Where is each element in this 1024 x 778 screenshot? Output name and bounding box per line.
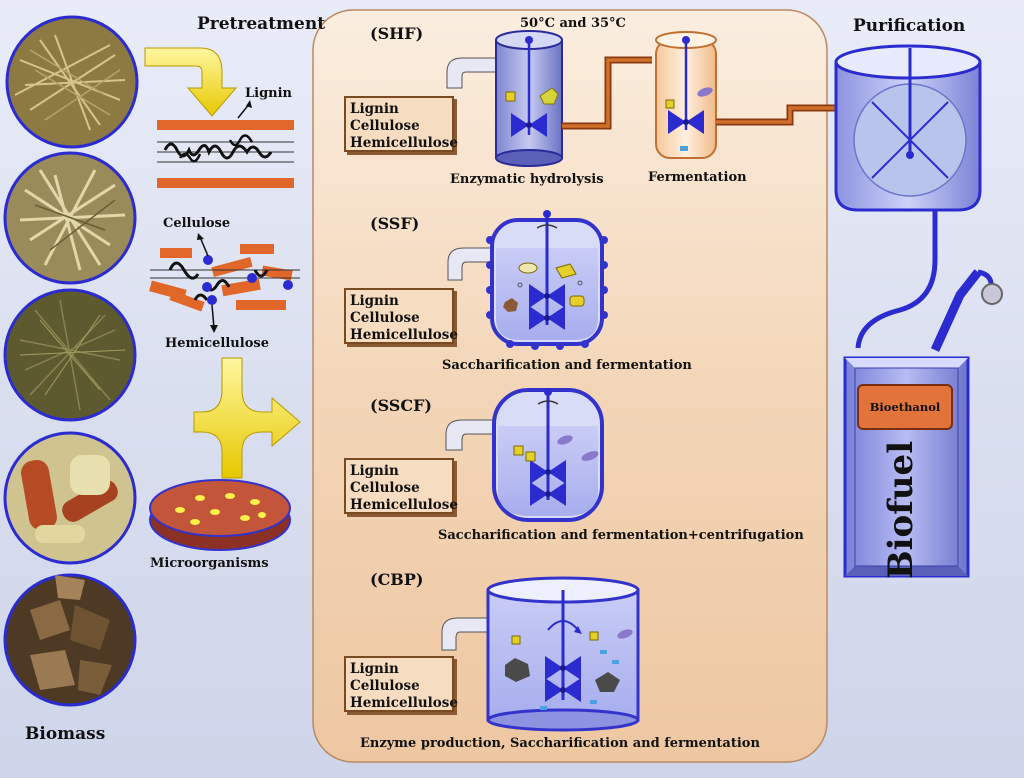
feedstock-cellulose: Cellulose (350, 118, 420, 134)
step-enzymatic-hydrolysis: Enzymatic hydrolysis (450, 172, 604, 187)
arrow-icon-pretreatment (144, 47, 238, 117)
feedstock-cellulose: Cellulose (350, 678, 420, 694)
lignin-bar-top (157, 120, 294, 130)
process-code-sscf: (SSCF) (370, 396, 432, 415)
petri-dish-icon (149, 479, 291, 551)
feedstock-lignin: Lignin (350, 661, 399, 677)
biofuel-label: Biofuel (881, 440, 922, 580)
biomass-photo-5 (3, 573, 137, 707)
biomass-photo-1 (5, 15, 139, 149)
feedstock-box-ssf: Lignin Cellulose Hemicellulose (344, 288, 458, 344)
purification-label: Purification (853, 16, 966, 36)
purification-tank-icon (834, 44, 982, 212)
vessel-icon-ssf (447, 210, 608, 350)
biomass-photo-2 (3, 151, 137, 285)
process-code-ssf: (SSF) (370, 214, 420, 233)
feedstock-hemicellulose: Hemicellulose (350, 135, 458, 151)
caption-cbp: Enzyme production, Saccharification and … (360, 736, 760, 751)
caption-ssf: Saccharification and fermentation (442, 358, 692, 373)
feedstock-hemicellulose: Hemicellulose (350, 695, 458, 711)
feedstock-cellulose: Cellulose (350, 310, 420, 326)
arrow-icon-merge (193, 357, 301, 479)
process-code-cbp: (CBP) (370, 570, 424, 589)
feedstock-hemicellulose: Hemicellulose (350, 497, 458, 513)
biomass-label: Biomass (25, 724, 106, 744)
process-panel (312, 9, 828, 763)
biomass-photo-4 (3, 431, 137, 565)
hemicellulose-label: Hemicellulose (165, 336, 269, 351)
feedstock-lignin: Lignin (350, 463, 399, 479)
pretreatment-label: Pretreatment (197, 14, 326, 34)
cellulose-structure (149, 233, 300, 333)
temperature-label: 50°C and 35°C (520, 16, 626, 31)
vessel-icon-cbp (441, 576, 640, 732)
feedstock-lignin: Lignin (350, 293, 399, 309)
lignin-label: Lignin (245, 86, 293, 101)
feedstock-lignin: Lignin (350, 101, 399, 117)
biofuel-tank-label: Biofuel (851, 441, 951, 579)
vessel-icon-sscf (445, 388, 604, 522)
vessel-icon-hydrolysis (495, 30, 563, 167)
step-fermentation: Fermentation (648, 170, 747, 185)
feedstock-cellulose: Cellulose (350, 480, 420, 496)
lignin-bar-bottom (157, 178, 294, 188)
process-code-shf: (SHF) (370, 24, 424, 43)
biomass-photo-3 (3, 288, 137, 422)
cellulose-label: Cellulose (163, 216, 231, 231)
vessel-icon-fermentation (655, 31, 717, 159)
caption-sscf: Saccharification and fermentation+centri… (438, 528, 804, 543)
bioethanol-badge: Bioethanol (857, 384, 953, 430)
fuel-pump-icon (930, 269, 1003, 352)
feedstock-hemicellulose: Hemicellulose (350, 327, 458, 343)
feedstock-box-cbp: Lignin Cellulose Hemicellulose (344, 656, 458, 712)
microorganisms-label: Microorganisms (150, 556, 269, 571)
feedstock-box-sscf: Lignin Cellulose Hemicellulose (344, 458, 458, 514)
feedstock-box-shf: Lignin Cellulose Hemicellulose (344, 96, 458, 152)
